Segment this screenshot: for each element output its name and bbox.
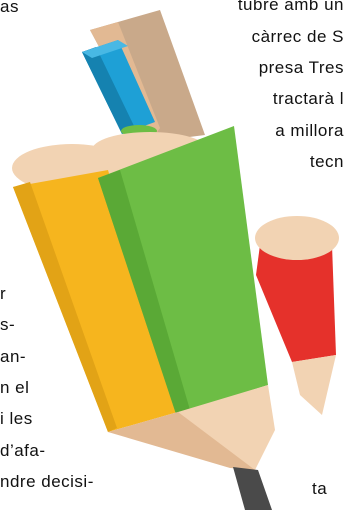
right-text-line-3: presa Tres xyxy=(258,58,344,77)
right-text-line-5: a millora xyxy=(275,121,344,140)
left-text-line-6: i les xyxy=(0,409,33,428)
right-text-line-1: tubre amb un xyxy=(237,0,344,14)
right-text-line-2: càrrec de S xyxy=(251,27,344,46)
red-pencil-icon xyxy=(255,216,339,415)
green-pencil-icon xyxy=(98,126,268,414)
left-text-line-3: s- xyxy=(0,315,16,334)
eraser-icon xyxy=(82,40,155,134)
bottom-right-text: ta xyxy=(312,479,328,498)
left-text-line-2: r xyxy=(0,284,7,303)
left-text-line-5: n el xyxy=(0,378,30,397)
left-text-line-7: d’afa- xyxy=(0,441,46,460)
right-text-line-6: tecn xyxy=(309,152,344,171)
yellow-pencil-icon xyxy=(13,170,178,432)
left-text-line-4: an- xyxy=(0,347,27,366)
pencil-tip-icon xyxy=(108,385,275,510)
left-text-line-1: as xyxy=(0,0,19,16)
right-text-line-4: tractarà l xyxy=(272,89,344,108)
left-text-line-8: ndre decisi- xyxy=(0,472,94,491)
